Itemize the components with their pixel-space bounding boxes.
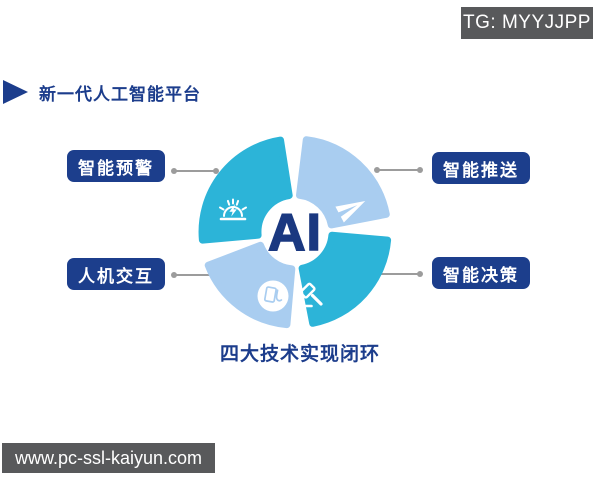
- connector-top-right: [374, 167, 423, 173]
- paper-plane-icon: [335, 200, 366, 223]
- telegram-badge: TG: MYYJJPP: [461, 7, 593, 39]
- touch-interaction-icon: [257, 280, 289, 312]
- node-smart-push: 智能推送: [432, 152, 530, 184]
- node-smart-warning: 智能预警: [67, 150, 165, 182]
- watermark-url: www.pc-ssl-kaiyun.com: [2, 443, 215, 473]
- page-title: 新一代人工智能平台: [39, 84, 201, 104]
- alarm-siren-icon: [219, 198, 247, 221]
- header: 新一代人工智能平台: [0, 78, 201, 106]
- center-ai-label: AI: [268, 204, 322, 262]
- node-smart-decision: 智能决策: [432, 257, 530, 289]
- ai-ring-diagram: AI: [198, 136, 392, 329]
- node-human-machine-interaction: 人机交互: [67, 258, 165, 290]
- segment-bottom-right: [298, 231, 392, 327]
- right-arrow-icon: [3, 80, 28, 104]
- connector-top-left: [171, 168, 219, 174]
- gavel-icon: [299, 282, 323, 308]
- diagram-caption: 四大技术实现闭环: [219, 344, 380, 365]
- segment-top-right: [296, 136, 390, 229]
